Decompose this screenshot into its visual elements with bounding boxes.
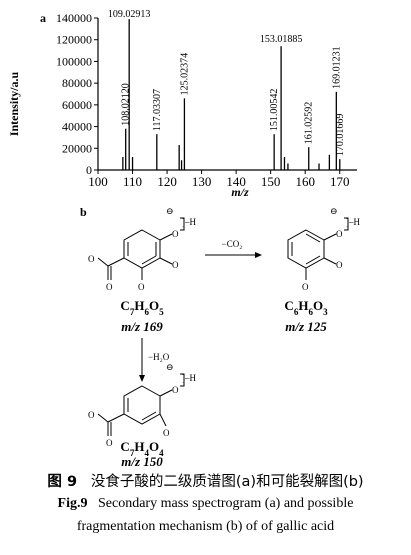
x-tick-label: 130 — [192, 174, 212, 189]
peak-label: 153.01885 — [260, 34, 303, 45]
parent-bond-h: ]–H — [182, 217, 196, 227]
caption-cn-label: 图 9 — [47, 474, 78, 490]
product2-o-4: O — [163, 428, 170, 438]
x-tick-label: 120 — [157, 174, 177, 189]
y-tick-label: 120000 — [56, 33, 92, 47]
parent-mz: m/z 169 — [121, 319, 163, 334]
parent-o-1: O — [88, 254, 95, 264]
panel-label-b: b — [80, 205, 87, 219]
caption-en-line2: fragmentation mechanism (b) of of gallic… — [76, 519, 335, 534]
parent-o-2: O — [106, 282, 113, 292]
peak-label: 109.02913 — [108, 9, 151, 20]
peak-label: 170.01669 — [335, 114, 346, 157]
caption-en-line1: Secondary mass spectrogram (a) and possi… — [98, 496, 354, 511]
fragmentation-mechanism-diagram: b O O O O O ⊖ ]–H C7H6O5 m/z 169 −CO₂ O … — [80, 205, 360, 468]
loss-co2-label: −CO₂ — [222, 239, 243, 249]
caption-chinese: 图 9 没食子酸的二级质谱图(a)和可能裂解图(b) — [0, 470, 411, 491]
parent-formula: C7H6O5 — [120, 298, 164, 317]
chart-peaks — [122, 19, 341, 170]
peak-label: 169.01231 — [331, 46, 342, 89]
parent-o-5: O — [138, 282, 145, 292]
y-axis-label: Intensity/a.u — [7, 72, 21, 137]
arrowhead-h2o — [139, 375, 145, 382]
product2-bond-h: ]–H — [182, 373, 196, 383]
peak-label: 161.02592 — [304, 102, 315, 145]
caption-english-line1: Fig.9 Secondary mass spectrogram (a) and… — [0, 496, 411, 512]
chart-peak-labels: 108.02120 109.02913 117.03307 125.02374 151.… — [108, 9, 346, 156]
product2-charge: ⊖ — [166, 362, 174, 372]
panel-label-a: a — [40, 11, 46, 25]
y-tick-label: 140000 — [56, 11, 92, 25]
peak-label: 151.00542 — [269, 89, 280, 132]
product1-o-1: O — [336, 229, 343, 239]
caption-en-label: Fig.9 — [57, 496, 88, 511]
x-axis-label: m/z — [231, 185, 249, 199]
x-tick-label: 170 — [330, 174, 350, 189]
peak-label: 108.02120 — [121, 83, 132, 126]
caption-cn-text: 没食子酸的二级质谱图(a)和可能裂解图(b) — [90, 474, 364, 490]
parent-charge: ⊖ — [166, 206, 174, 216]
product2-structure — [97, 373, 185, 436]
x-tick-label: 160 — [295, 174, 315, 189]
parent-o-4: O — [172, 260, 179, 270]
product2-formula: C7H4O4 — [120, 439, 164, 458]
product1-structure — [287, 217, 349, 280]
product1-o-3: O — [302, 282, 309, 292]
y-tick-label: 40000 — [62, 120, 92, 134]
product1-formula: C6H6O3 — [284, 298, 328, 317]
x-tick-label: 140 — [226, 174, 246, 189]
caption-english-line2: fragmentation mechanism (b) of of gallic… — [0, 519, 411, 535]
x-tick-label: 150 — [261, 174, 281, 189]
mass-spectrum-chart: 100 110 120 130 140 150 160 170 0 20000 40000 60000… — [7, 9, 357, 199]
product2-o-3: O — [172, 385, 179, 395]
parent-structure — [97, 217, 185, 280]
y-tick-label: 20000 — [62, 141, 92, 155]
product1-charge: ⊖ — [330, 206, 338, 216]
peak-label: 125.02374 — [179, 53, 190, 96]
parent-o-3: O — [172, 229, 179, 239]
y-tick-label: 60000 — [62, 98, 92, 112]
arrowhead-co2 — [255, 252, 262, 258]
x-tick-label: 110 — [123, 174, 142, 189]
product1-mz: m/z 125 — [285, 319, 327, 334]
y-tick-label: 0 — [86, 163, 92, 177]
product1-o-2: O — [336, 260, 343, 270]
product2-o-2: O — [106, 438, 113, 448]
product2-o-1: O — [88, 410, 95, 420]
product1-bond-h: ]–H — [346, 217, 360, 227]
y-tick-label: 80000 — [62, 76, 92, 90]
x-tick-label: 100 — [88, 174, 108, 189]
chart-axes: 100 110 120 130 140 150 160 170 0 20000 40000 60000… — [56, 11, 357, 189]
y-tick-label: 100000 — [56, 54, 92, 68]
product2-mz: m/z 150 — [121, 454, 163, 468]
loss-h2o-label: −H₂O — [148, 352, 170, 362]
peak-label: 117.03307 — [152, 89, 163, 131]
